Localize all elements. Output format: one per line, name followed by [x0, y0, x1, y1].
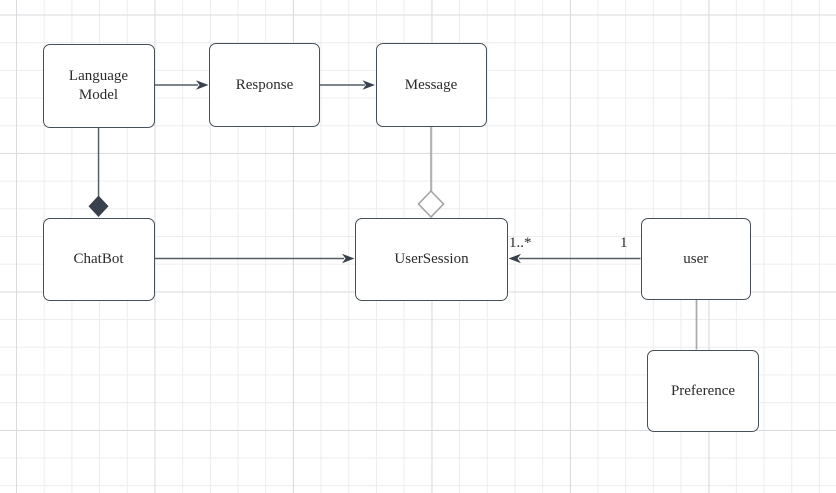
- class-box-user[interactable]: user: [640, 218, 751, 300]
- arrowhead-icon: [342, 253, 355, 264]
- class-label: Message: [404, 76, 458, 93]
- class-label: UserSession: [394, 250, 469, 267]
- edge-user-usersession[interactable]: [508, 253, 641, 264]
- composition-diamond-icon: [88, 195, 109, 217]
- class-label: user: [683, 250, 709, 267]
- arrowhead-icon: [508, 253, 521, 264]
- class-label: Preference: [670, 382, 736, 399]
- edge-response-message[interactable]: [320, 80, 375, 90]
- class-box-usersession[interactable]: UserSession: [355, 217, 508, 301]
- edge-languagemodel-chatbot-composition[interactable]: [88, 128, 109, 217]
- class-box-preference[interactable]: Preference: [647, 350, 759, 432]
- edge-chatbot-usersession[interactable]: [154, 253, 355, 264]
- class-box-response[interactable]: Response: [209, 43, 320, 127]
- class-box-language-model[interactable]: Language Model: [42, 44, 155, 128]
- class-label: Response: [235, 76, 294, 93]
- aggregation-diamond-icon: [417, 189, 445, 219]
- edge-languagemodel-response[interactable]: [154, 80, 209, 90]
- class-box-message[interactable]: Message: [375, 43, 487, 127]
- class-label: ChatBot: [73, 250, 124, 267]
- arrowhead-icon: [196, 80, 209, 90]
- arrowhead-icon: [362, 80, 375, 90]
- class-box-chatbot[interactable]: ChatBot: [42, 217, 155, 301]
- multiplicity-label-source[interactable]: 1: [620, 235, 628, 251]
- class-label: Language Model: [68, 68, 129, 103]
- edge-message-usersession-aggregation[interactable]: [417, 127, 445, 219]
- multiplicity-label-target[interactable]: 1..*: [509, 235, 532, 251]
